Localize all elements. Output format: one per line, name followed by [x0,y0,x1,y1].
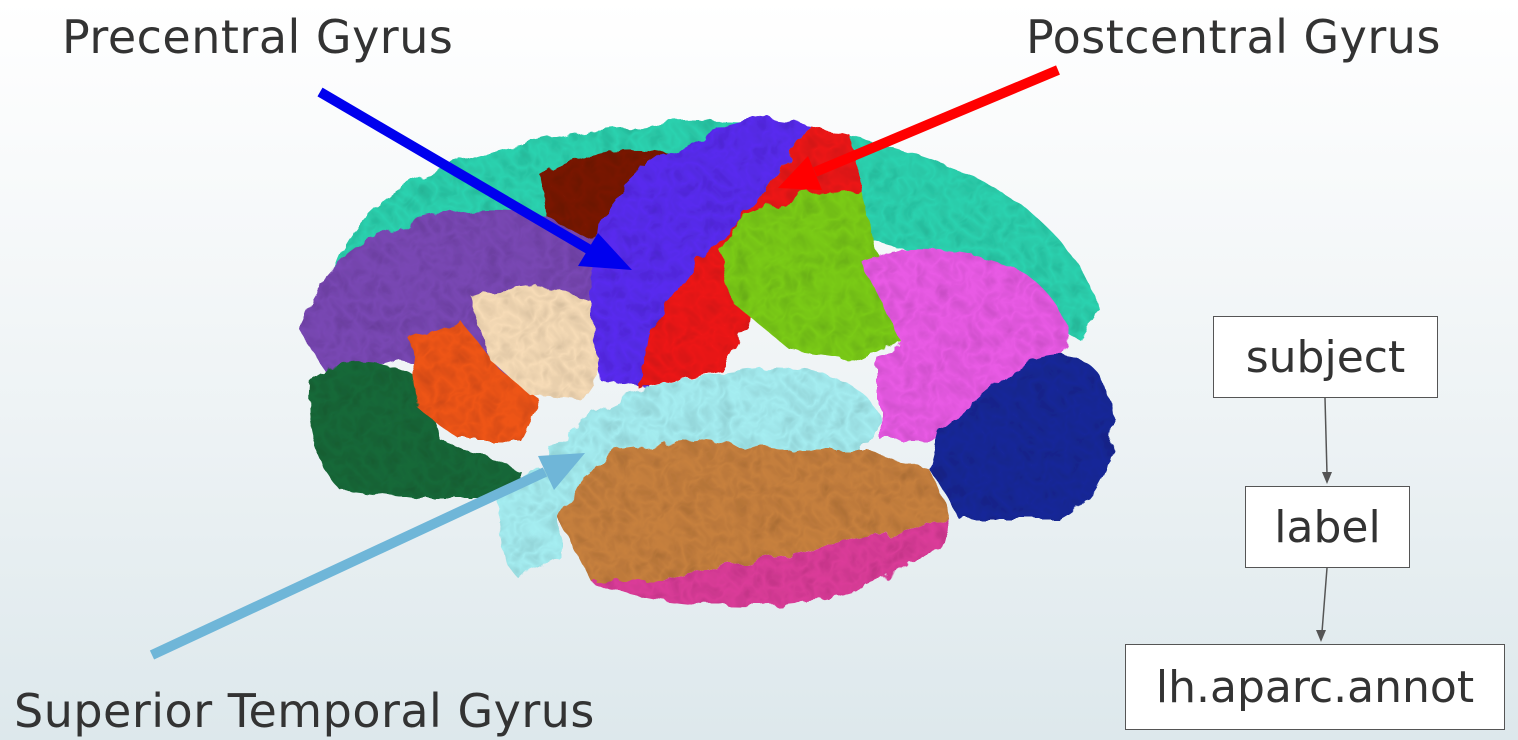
postcentral-arrow-shaft [815,70,1058,172]
superior-temporal-arrow-shaft [152,472,545,655]
postcentral-arrow-head [778,156,822,190]
hierarchy-annot-box: lh.aparc.annot [1125,644,1505,730]
precentral-gyrus-label: Precentral Gyrus [62,14,453,60]
hierarchy-subject-box: subject [1213,316,1438,398]
connector-subject-label-head [1322,472,1332,484]
precentral-arrow-shaft [320,92,590,250]
superior-temporal-gyrus-label: Superior Temporal Gyrus [14,688,595,734]
hierarchy-label-box: label [1245,486,1410,568]
connector-label-annot-head [1316,630,1326,642]
connector-label-annot [1322,568,1327,632]
connector-subject-label [1325,398,1327,474]
postcentral-gyrus-label: Postcentral Gyrus [1026,14,1441,60]
superior-temporal-arrow-head [538,453,585,490]
